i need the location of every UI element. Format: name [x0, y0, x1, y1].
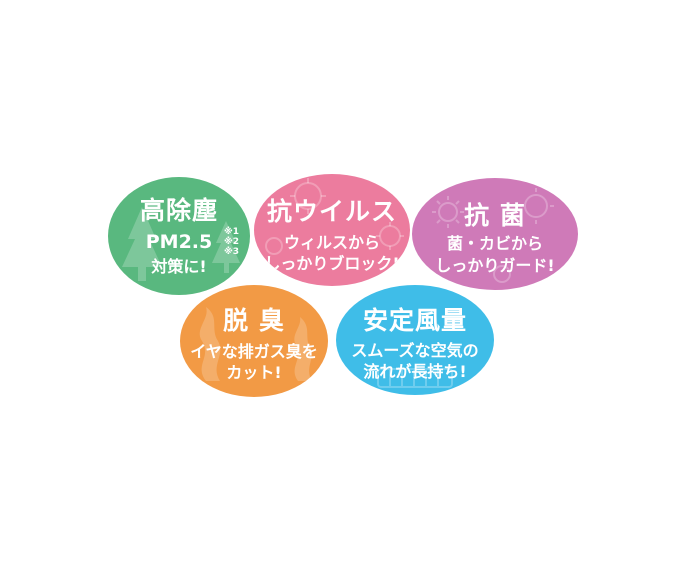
footnote-2: ※2 — [224, 237, 240, 247]
badge-deodorize: 脱 臭 イヤな排ガス臭を カット! — [180, 285, 328, 397]
badge-line1: ウィルスから — [283, 233, 380, 252]
badge-high-dust-removal: 高除塵 PM2.5 ※1 ※2 ※3 対策に! — [108, 177, 250, 295]
badge-antibacterial: 抗 菌 菌・カビから しっかりガード! — [412, 178, 578, 290]
badge-title: 高除塵 — [139, 196, 218, 225]
badge-line2: 対策に! — [151, 257, 207, 276]
badge-line2: しっかりブロック! — [264, 254, 400, 273]
pm25-label: PM2.5 — [145, 231, 213, 253]
badge-title: 抗 菌 — [464, 201, 526, 230]
badge-line2: しっかりガード! — [435, 256, 555, 275]
badge-line2: 流れが長持ち! — [363, 362, 467, 381]
footnote-3: ※3 — [224, 247, 240, 257]
footnote-marks: ※1 ※2 ※3 — [224, 227, 239, 257]
badge-line1: イヤな排ガス臭を — [190, 342, 318, 361]
footnote-1: ※1 — [224, 227, 240, 237]
badge-line1: スムーズな空気の — [351, 341, 479, 360]
badge-title: 安定風量 — [362, 306, 467, 335]
badge-title: 抗ウイルス — [266, 197, 397, 226]
badge-antivirus: 抗ウイルス ウィルスから しっかりブロック! — [254, 174, 410, 286]
badge-line2: カット! — [226, 363, 282, 382]
badge-title: 脱 臭 — [223, 306, 285, 335]
badge-line1: 菌・カビから — [446, 234, 543, 253]
badge-stable-airflow: 安定風量 スムーズな空気の 流れが長持ち! — [336, 285, 494, 395]
badge-line1: PM2.5 — [108, 232, 250, 253]
